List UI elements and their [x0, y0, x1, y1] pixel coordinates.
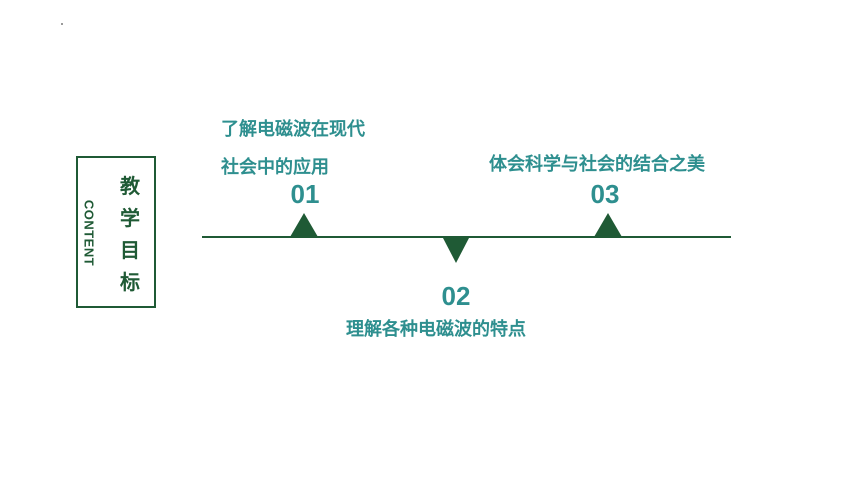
timeline-line [202, 236, 731, 238]
section-title-char: 目 [120, 238, 140, 262]
marker-02-triangle [443, 238, 469, 263]
marker-03-triangle [594, 213, 622, 237]
marker-01-triangle [290, 213, 318, 237]
item-02-text: 理解各种电磁波的特点 [346, 319, 526, 340]
item-03-text: 体会科学与社会的结合之美 [489, 154, 705, 175]
section-title-box [76, 156, 156, 308]
corner-dot [61, 23, 63, 25]
section-title-char: 教 [120, 174, 140, 198]
item-03-number: 03 [590, 179, 620, 209]
item-02-number: 02 [441, 281, 471, 311]
section-title: 教 学 目 标 [118, 170, 142, 298]
item-01-number: 01 [290, 179, 320, 209]
item-01-line: 了解电磁波在现代 [221, 119, 365, 140]
item-01-line: 社会中的应用 [221, 157, 329, 178]
section-title-char: 学 [120, 206, 140, 230]
content-label: CONTENT [81, 199, 97, 267]
section-title-char: 标 [120, 270, 140, 294]
item-01-text: 了解电磁波在现代 社会中的应用 [221, 111, 365, 187]
